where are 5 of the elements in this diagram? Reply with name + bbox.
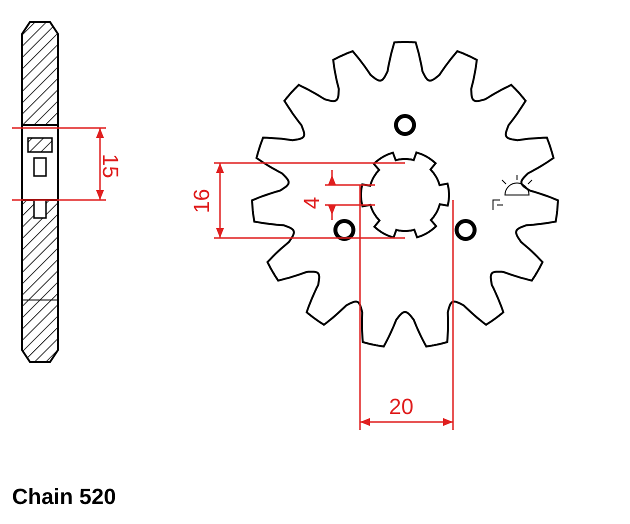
dimension-value: 15 [99, 154, 122, 178]
dimension-value: 16 [191, 188, 214, 214]
dimension-value: 4 [301, 196, 324, 210]
dimension-value: 20 [389, 396, 414, 418]
chain-size-label: Chain 520 [12, 484, 116, 510]
